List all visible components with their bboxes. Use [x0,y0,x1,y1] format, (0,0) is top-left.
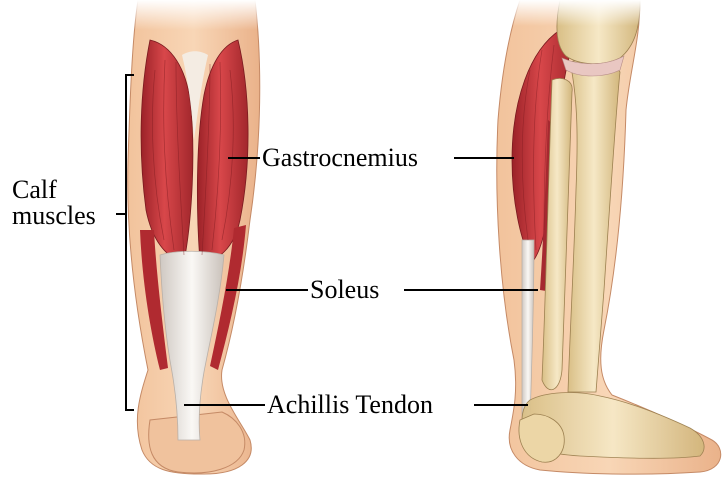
gastrocnemius-label: Gastrocnemius [260,145,420,171]
achilles-tendon-label: Achillis Tendon [265,392,435,418]
soleus-label: Soleus [308,277,381,303]
lateral-leg [497,0,721,474]
calf-muscles-label-line1: Calf [10,177,59,203]
posterior-leg [120,0,270,474]
calf-muscles-label-line2: muscles [10,203,98,229]
